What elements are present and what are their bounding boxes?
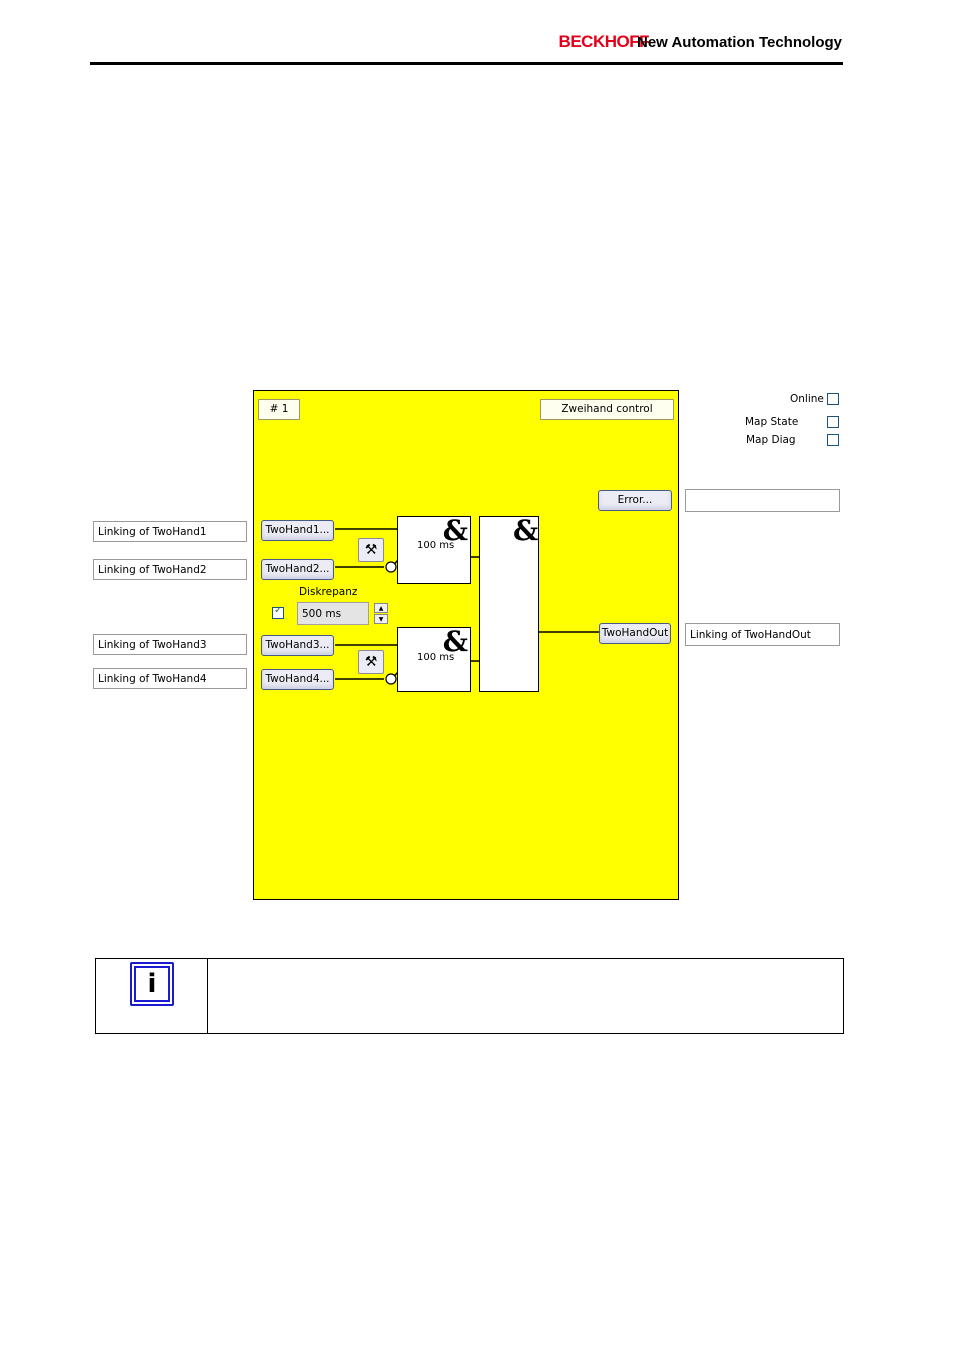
and-symbol: &	[513, 514, 539, 547]
gate-time-label: 100 ms	[417, 540, 455, 551]
error-button[interactable]: Error...	[598, 490, 672, 511]
twohandout-button[interactable]: TwoHandOut	[599, 623, 671, 644]
discrepancy-checkbox[interactable]: ✓	[272, 605, 284, 619]
hammer-wrench-icon: ⚒	[364, 542, 378, 558]
twohand3-button[interactable]: TwoHand3...	[261, 635, 334, 656]
map-diag-checkbox[interactable]	[827, 434, 839, 446]
discrepancy-label: Diskrepanz	[299, 586, 358, 598]
and-symbol: &	[442, 514, 468, 547]
linking-field-twohand2[interactable]: Linking of TwoHand2	[93, 559, 247, 580]
online-checkbox[interactable]	[827, 393, 839, 405]
spin-up-button[interactable]: ▲	[374, 603, 388, 613]
info-icon: i	[130, 962, 174, 1006]
and-symbol: &	[442, 625, 468, 658]
spin-down-button[interactable]: ▼	[374, 614, 388, 624]
header-rule	[90, 62, 843, 65]
map-state-checkbox[interactable]	[827, 416, 839, 428]
note-box	[95, 958, 844, 1034]
function-name-label: Zweihand control	[540, 399, 674, 420]
linking-field-twohand1[interactable]: Linking of TwoHand1	[93, 521, 247, 542]
twohand2-button[interactable]: TwoHand2...	[261, 559, 334, 580]
map-state-label: Map State	[745, 416, 799, 428]
configure-button-bottom[interactable]: ⚒	[358, 650, 384, 674]
checkmark-icon: ✓	[274, 605, 283, 616]
and-gate-bottom: & 100 ms	[397, 627, 471, 692]
hammer-wrench-icon: ⚒	[364, 654, 378, 670]
negation-circle	[385, 673, 397, 685]
twohand1-button[interactable]: TwoHand1...	[261, 520, 334, 541]
configure-button-top[interactable]: ⚒	[358, 538, 384, 562]
and-gate-final: &	[479, 516, 539, 692]
online-label: Online	[790, 393, 824, 405]
discrepancy-time-input[interactable]: 500 ms	[297, 602, 369, 625]
and-gate-top: & 100 ms	[397, 516, 471, 584]
info-icon-inner: i	[134, 966, 170, 1002]
brand-logo: BECKHOFF	[558, 32, 650, 51]
linking-field-twohand3[interactable]: Linking of TwoHand3	[93, 634, 247, 655]
arrow-down-icon: ▼	[378, 615, 384, 623]
header: BECKHOFF New Automation Technology	[0, 0, 954, 70]
negation-circle	[385, 561, 397, 573]
linking-field-twohandout[interactable]: Linking of TwoHandOut	[685, 623, 840, 646]
instance-id-label: # 1	[258, 399, 300, 420]
gate-time-label: 100 ms	[417, 652, 455, 663]
arrow-up-icon: ▲	[378, 604, 384, 612]
note-divider	[207, 958, 208, 1034]
linking-field-twohand4[interactable]: Linking of TwoHand4	[93, 668, 247, 689]
error-field[interactable]	[685, 489, 840, 512]
map-diag-label: Map Diag	[746, 434, 796, 446]
brand-tagline: New Automation Technology	[637, 34, 842, 51]
twohand4-button[interactable]: TwoHand4...	[261, 669, 334, 690]
